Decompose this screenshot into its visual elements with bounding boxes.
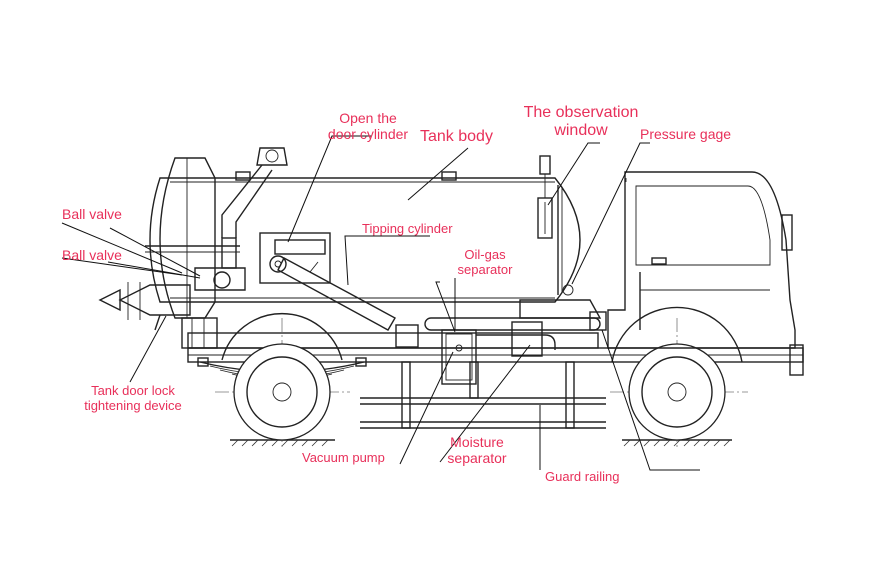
label-tank-body: Tank body (420, 128, 493, 145)
label-oil-gas-separator: Oil-gas separator (450, 247, 520, 278)
label-open-door-cylinder: Open the door cylinder (318, 110, 418, 142)
oil-gas-separator (441, 329, 477, 385)
label-moisture-separator-line1: Moisture (450, 434, 504, 450)
label-oil-gas-separator-line1: Oil-gas (464, 247, 506, 262)
tipping-cylinder (277, 257, 419, 348)
label-oil-gas-separator-line2: separator (457, 261, 513, 277)
observation-window (537, 155, 553, 239)
label-guard-railing: Guard railing (545, 469, 620, 484)
label-open-door-cylinder-line1: Open the (339, 110, 397, 126)
label-tank-door-lock: Tank door lock tightening device (68, 383, 198, 414)
front-wheel (611, 306, 743, 441)
label-tank-door-lock-line1: Tank door lock (91, 383, 175, 398)
leader-lines (61, 135, 700, 471)
label-tipping-cylinder: Tipping cylinder (362, 221, 453, 236)
label-ball-valve-lower: Ball valve (62, 247, 122, 263)
door-cylinder (259, 232, 331, 284)
rear-door (145, 157, 240, 349)
label-vacuum-pump: Vacuum pump (302, 450, 385, 465)
ground-lines (230, 439, 732, 447)
cab (607, 171, 804, 376)
label-observation-window-line2: window (554, 122, 608, 140)
label-observation-window: The observation window (506, 104, 656, 141)
label-moisture-separator: Moisture separator (436, 434, 518, 466)
vacuum-pump (424, 284, 607, 357)
tank-body (149, 171, 581, 303)
rear-wheel (221, 313, 343, 441)
suction-pipe (98, 147, 288, 331)
label-observation-window-line1: The observation (523, 104, 639, 121)
label-tank-door-lock-line2: tightening device (84, 397, 182, 413)
label-pressure-gage: Pressure gage (640, 126, 732, 142)
label-open-door-cylinder-line2: door cylinder (327, 126, 409, 143)
guard-railing (360, 361, 606, 429)
label-ball-valve-upper: Ball valve (62, 206, 122, 222)
label-moisture-separator-line2: separator (447, 450, 507, 467)
